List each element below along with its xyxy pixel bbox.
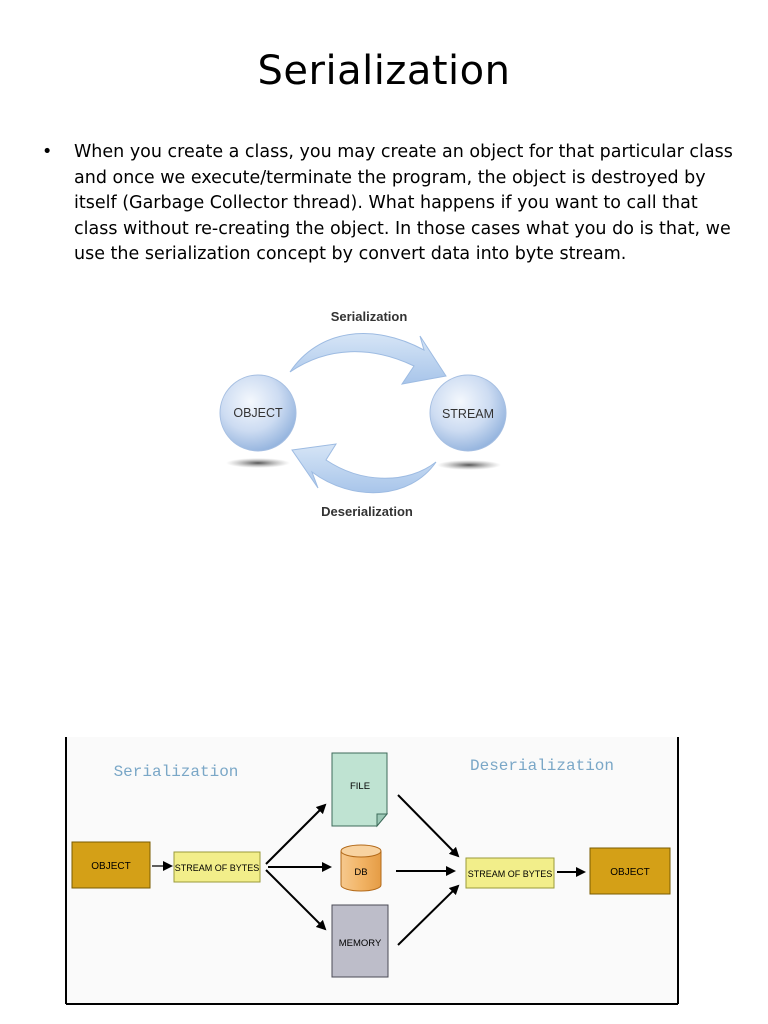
object-shadow bbox=[226, 458, 290, 468]
object-node-label: OBJECT bbox=[233, 406, 283, 420]
deserialization-curved-arrow bbox=[291, 443, 437, 494]
stream-node-label: STREAM bbox=[442, 407, 494, 421]
source-stream-label: STREAM OF BYTES bbox=[175, 863, 260, 873]
deserialization-heading: Deserialization bbox=[470, 757, 614, 775]
target-stream-label: STREAM OF BYTES bbox=[468, 869, 553, 879]
db-cylinder-shape bbox=[340, 850, 382, 892]
file-to-stream-arrow bbox=[397, 794, 460, 858]
deserialization-arrow-label: Deserialization bbox=[321, 504, 413, 519]
serialization-heading: Serialization bbox=[114, 763, 239, 781]
serialization-curved-arrow bbox=[289, 333, 447, 385]
memory-label: MEMORY bbox=[339, 938, 382, 949]
stream-shadow bbox=[437, 460, 501, 470]
db-cylinder-top bbox=[340, 844, 382, 858]
target-object-label: OBJECT bbox=[610, 867, 649, 878]
serialization-arrow-label: Serialization bbox=[331, 309, 408, 324]
object-sphere bbox=[219, 374, 297, 452]
file-page-fold bbox=[376, 813, 389, 828]
source-object-box bbox=[71, 841, 151, 889]
stream-sphere bbox=[429, 374, 507, 452]
stream-to-file-arrow bbox=[265, 803, 327, 865]
flow-diagram: Serialization Deserialization OBJECT STR… bbox=[65, 737, 679, 1005]
bullet-text: When you create a class, you may create … bbox=[74, 142, 733, 264]
bullet-marker: • bbox=[42, 142, 53, 162]
memory-to-stream-arrow bbox=[397, 884, 460, 946]
file-label: FILE bbox=[350, 781, 370, 792]
slide-title: Serialization bbox=[257, 48, 511, 94]
db-label: DB bbox=[354, 867, 367, 878]
target-object-box bbox=[589, 847, 671, 895]
source-object-label: OBJECT bbox=[91, 861, 130, 872]
cycle-diagram: Serialization OBJECT STREAM Deserializat… bbox=[219, 309, 507, 519]
memory-box bbox=[331, 904, 389, 978]
source-stream-box bbox=[173, 851, 261, 883]
stream-to-memory-arrow bbox=[265, 869, 327, 931]
target-stream-box bbox=[465, 857, 555, 889]
